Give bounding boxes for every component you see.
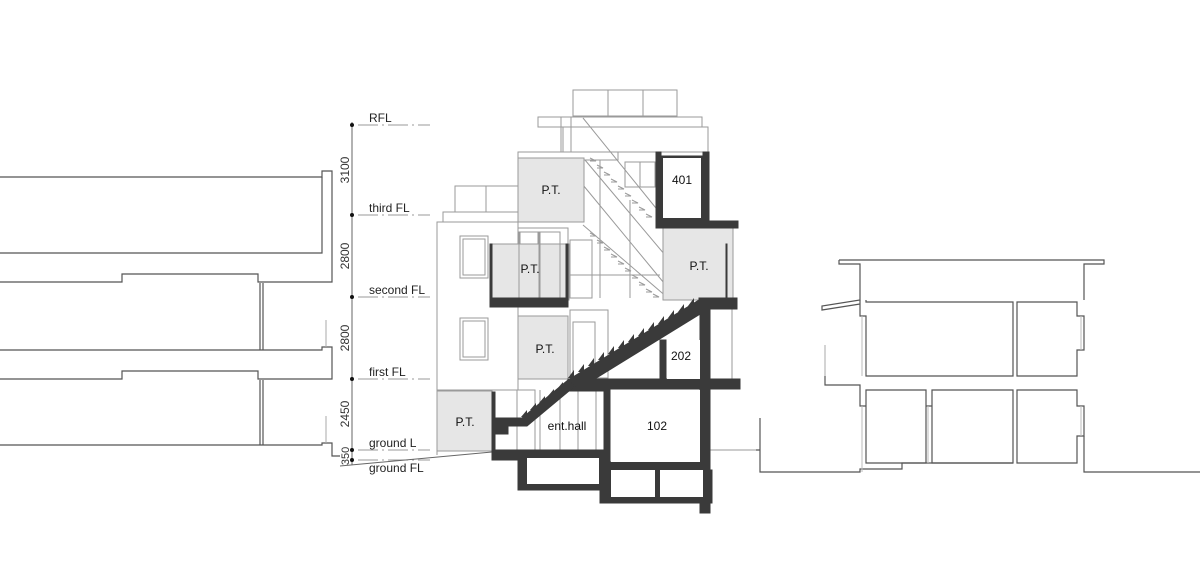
main-building-elevation bbox=[339, 89, 760, 467]
room-label-ent-hall: ent.hall bbox=[548, 419, 587, 433]
dim-350: 350 bbox=[340, 447, 352, 465]
room-label-202: 202 bbox=[671, 349, 691, 363]
room-label-pt-second-right: P.T. bbox=[689, 259, 708, 273]
dim-2800-lower: 2800 bbox=[338, 324, 352, 351]
room-label-401: 401 bbox=[672, 173, 692, 187]
level-label-first-fl: first FL bbox=[369, 365, 406, 379]
section-cut bbox=[489, 151, 741, 514]
room-label-pt-ground: P.T. bbox=[455, 415, 474, 429]
level-label-third-fl: third FL bbox=[369, 201, 410, 215]
level-label-second-fl: second FL bbox=[369, 283, 425, 297]
room-labels: 401 202 102 ent.hall P.T. P.T. P.T. P.T.… bbox=[455, 173, 708, 433]
left-neighbor-building bbox=[0, 170, 340, 457]
level-label-rfl: RFL bbox=[369, 111, 392, 125]
level-label-ground-l: ground L bbox=[369, 436, 417, 450]
level-label-ground-fl: ground FL bbox=[369, 461, 424, 475]
room-label-102: 102 bbox=[647, 419, 667, 433]
dim-2800-upper: 2800 bbox=[338, 242, 352, 269]
dim-3100: 3100 bbox=[338, 156, 352, 183]
pt-spaces bbox=[436, 157, 734, 452]
room-label-pt-first: P.T. bbox=[535, 342, 554, 356]
dimension-chain: 3100 2800 2800 2450 350 bbox=[338, 122, 354, 465]
dim-2450: 2450 bbox=[338, 400, 352, 427]
right-neighbor-building bbox=[756, 259, 1200, 473]
room-label-pt-second-left: P.T. bbox=[520, 262, 539, 276]
level-labels: RFL third FL second FL first FL ground L… bbox=[369, 111, 425, 475]
room-label-pt-third: P.T. bbox=[541, 183, 560, 197]
level-lines bbox=[358, 124, 430, 461]
